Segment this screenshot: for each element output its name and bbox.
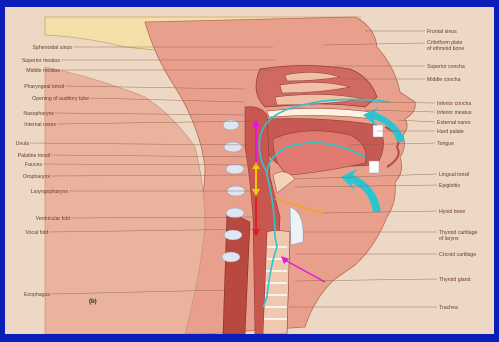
label-nasopharynx: Nasopharynx (23, 111, 54, 117)
label-internal-nares: Internal nares (24, 122, 56, 128)
label-thyroid-gland: Thyroid gland (439, 277, 471, 283)
lower-teeth (369, 161, 379, 173)
label-middle-concha: Middle concha (427, 77, 461, 83)
label-auditory-tube-opening: Opening of auditory tube (32, 96, 89, 102)
label-inferior-meatus: Inferior meatus (437, 110, 472, 116)
label-hard-palate: Hard palate (437, 129, 464, 135)
label-inferior-concha: Inferior concha (437, 101, 471, 107)
label-fauces: Fauces (25, 162, 42, 168)
label-esophagus: Esophagus (24, 292, 50, 298)
label-lingual-tonsil: Lingual tonsil (439, 172, 469, 178)
label-palatine-tonsil: Palatine tonsil (18, 153, 50, 159)
label-laryngopharynx: Laryngopharynx (31, 189, 69, 195)
label-frontal-sinus: Frontal sinus (427, 29, 457, 35)
panel-letter: (b) (89, 299, 97, 305)
right-labels: Frontal sinus Cribriform plate of ethmoi… (427, 29, 477, 311)
label-of-ethmoid-bone: of ethmoid bone (427, 46, 464, 52)
label-trachea: Trachea (439, 305, 458, 311)
label-middle-meatus: Middle meatus (26, 68, 60, 74)
label-epiglottis: Epiglottis (439, 183, 460, 189)
neck-posterior-tissue (45, 67, 205, 334)
label-superior-concha: Superior concha (427, 64, 465, 70)
label-hyoid-bone: Hyoid bone (439, 209, 465, 215)
label-ventricular-fold: Ventricular fold (36, 216, 70, 222)
label-uvula: Uvula (16, 141, 29, 147)
label-tongue: Tongue (437, 141, 454, 147)
label-cricoid-cartilage: Cricoid cartilage (439, 252, 476, 258)
label-vocal-fold: Vocal fold (26, 230, 49, 236)
label-superior-meatus: Superior meatus (22, 58, 60, 64)
sagittal-head-neck-diagram: Sphenoidal sinus Superior meatus Middle … (5, 7, 494, 334)
label-external-nares: External nares (437, 120, 471, 126)
label-of-larynx: of larynx (439, 236, 459, 242)
label-oropharynx: Oropharynx (23, 174, 51, 180)
anatomy-figure-panel: Sphenoidal sinus Superior meatus Middle … (5, 7, 494, 334)
label-pharyngeal-tonsil: Pharyngeal tonsil (24, 84, 64, 90)
label-sphenoidal-sinus: Sphenoidal sinus (32, 45, 72, 51)
